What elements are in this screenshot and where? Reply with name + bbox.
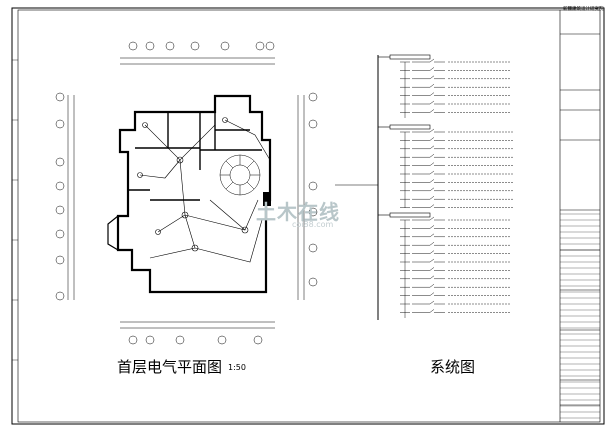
breaker-symbol bbox=[429, 284, 435, 288]
breaker-symbol bbox=[429, 250, 435, 254]
bottom-axis-markers bbox=[120, 321, 275, 345]
title-block bbox=[559, 10, 600, 422]
breaker-symbol bbox=[429, 267, 435, 271]
distribution-panel bbox=[263, 192, 271, 206]
breaker-symbol bbox=[429, 216, 435, 221]
binding-marks bbox=[12, 59, 18, 361]
breaker-symbol bbox=[429, 300, 435, 305]
breaker-symbol bbox=[429, 196, 435, 200]
top-axis-markers bbox=[120, 41, 275, 65]
building-outline bbox=[116, 94, 272, 294]
breaker-symbol bbox=[429, 137, 435, 141]
breaker-symbol bbox=[429, 67, 435, 71]
spiral-stair bbox=[219, 154, 261, 196]
breaker-symbol bbox=[429, 225, 435, 229]
breaker-symbol bbox=[429, 109, 435, 113]
branch-circuits bbox=[400, 58, 514, 318]
breaker-symbol bbox=[429, 292, 435, 296]
breaker-symbol bbox=[429, 275, 435, 279]
floor-plan bbox=[55, 41, 318, 345]
title-block-rows bbox=[560, 213, 600, 419]
system-diagram bbox=[335, 54, 431, 320]
light-fixtures bbox=[137, 117, 249, 252]
breaker-symbol bbox=[429, 128, 435, 133]
breaker-symbol bbox=[429, 154, 435, 158]
breaker-symbol bbox=[429, 145, 435, 149]
breaker-symbol bbox=[429, 179, 435, 183]
plan-scale: 1:50 bbox=[228, 363, 246, 372]
breaker-symbol bbox=[429, 204, 435, 208]
watermark: 土木在线 bbox=[256, 200, 340, 224]
sheet-border bbox=[11, 7, 605, 425]
breaker-symbol bbox=[429, 75, 435, 79]
sheet-inner-border bbox=[17, 9, 601, 423]
breaker-symbol bbox=[429, 309, 435, 313]
interior-walls bbox=[128, 112, 262, 201]
bay-window bbox=[107, 215, 119, 251]
breaker-symbol bbox=[429, 170, 435, 175]
breaker-symbol bbox=[429, 58, 435, 63]
system-title: 系统图 bbox=[430, 358, 476, 376]
watermark-subtext: coi88.com bbox=[292, 220, 334, 229]
plan-title: 首层电气平面图 bbox=[117, 358, 223, 376]
breaker-symbol bbox=[429, 233, 435, 237]
right-axis-markers bbox=[297, 92, 318, 300]
title-block-header: 新疆建筑设计研究院 bbox=[563, 7, 604, 12]
breaker-symbol bbox=[429, 92, 435, 96]
breaker-symbol bbox=[429, 100, 435, 105]
breaker-symbol bbox=[429, 258, 435, 263]
breaker-symbol bbox=[429, 187, 435, 191]
breaker-symbol bbox=[429, 84, 435, 88]
wiring bbox=[139, 119, 271, 263]
breaker-symbol bbox=[429, 162, 435, 166]
breaker-symbol bbox=[429, 242, 435, 246]
left-axis-markers bbox=[55, 92, 75, 301]
